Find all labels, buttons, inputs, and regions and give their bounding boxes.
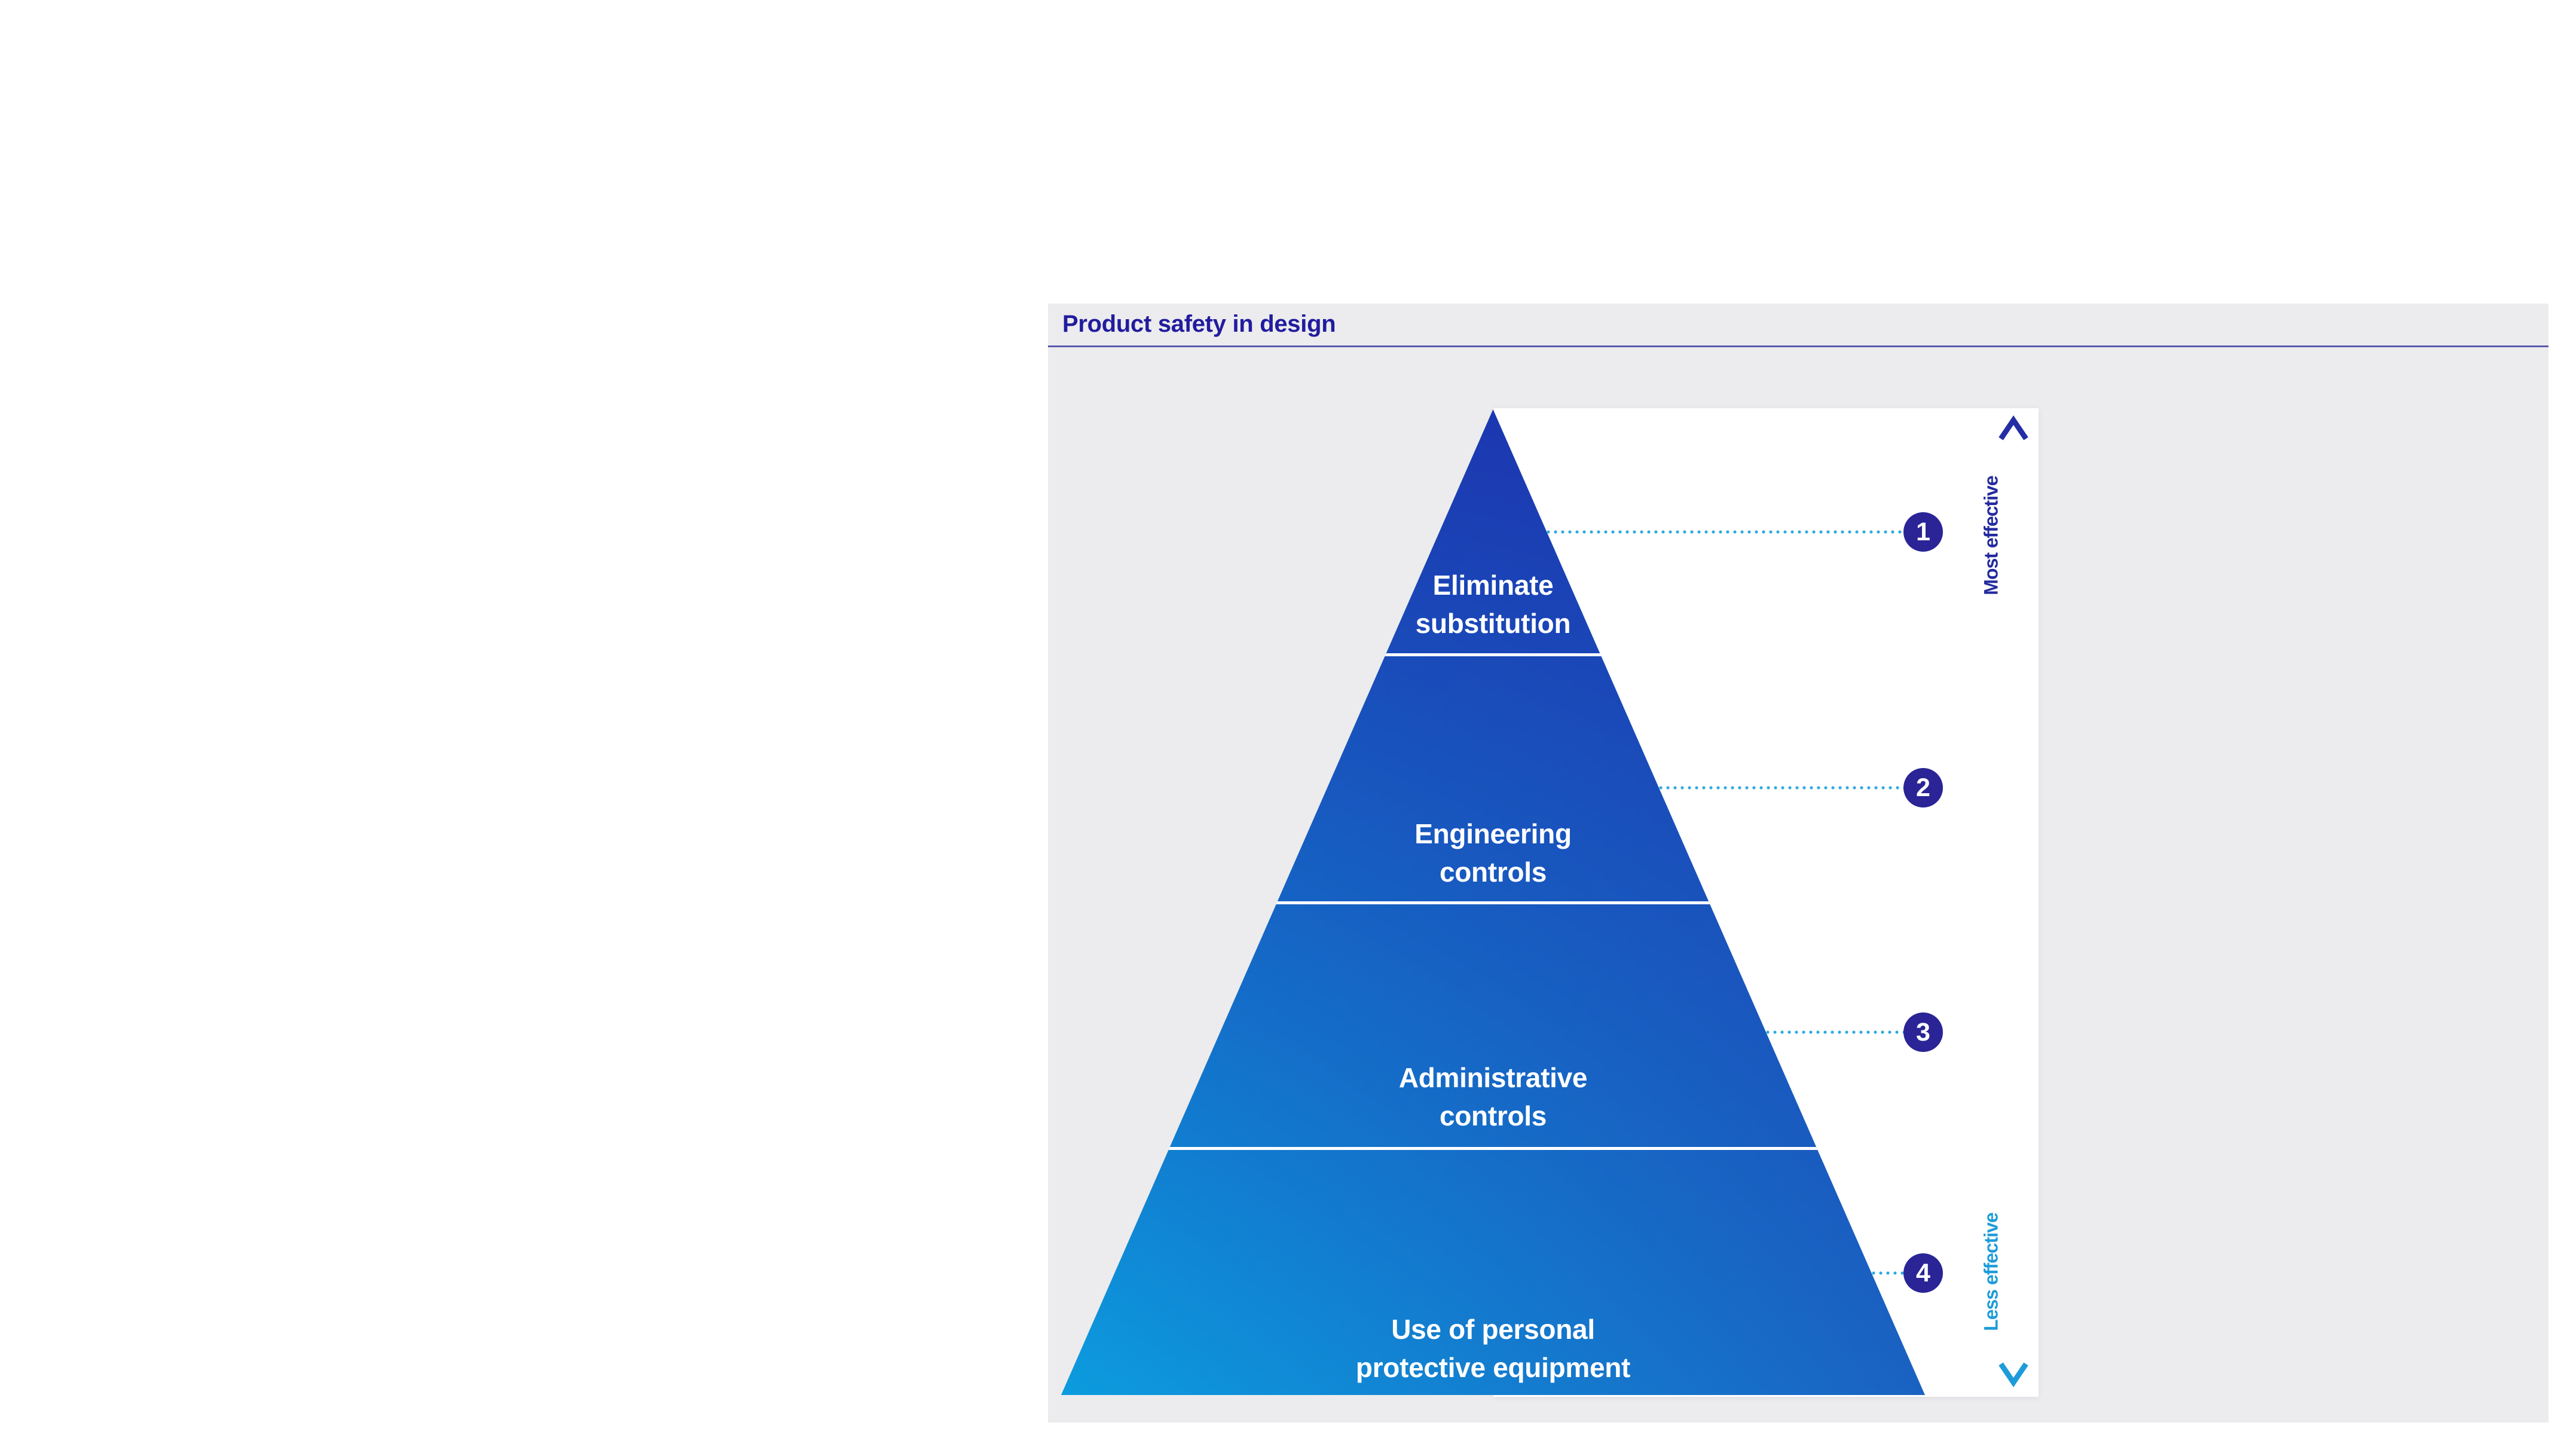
level-2-line-2: controls xyxy=(1439,856,1547,888)
level-2-line-1: Engineering xyxy=(1414,818,1572,849)
badge-3: 3 xyxy=(1903,1012,1943,1052)
arrow-head-up-icon xyxy=(1999,415,2028,440)
effectiveness-arrow xyxy=(1999,415,2028,1388)
level-4-label: Use of personal protective equipment xyxy=(1061,1310,1925,1387)
title-rule xyxy=(1048,345,2549,347)
level-divider xyxy=(1061,901,1925,904)
level-divider xyxy=(1061,1147,1925,1150)
level-divider xyxy=(1061,653,1925,656)
level-3-line-2: controls xyxy=(1439,1100,1547,1131)
level-1-line-1: Eliminate xyxy=(1432,570,1554,601)
leader-line-1 xyxy=(1547,530,1903,534)
level-4-line-2: protective equipment xyxy=(1355,1352,1631,1383)
level-4-line-1: Use of personal xyxy=(1391,1314,1595,1345)
level-1-line-2: substitution xyxy=(1415,608,1571,639)
leader-line-3 xyxy=(1766,1030,1903,1034)
level-3-label: Administrative controls xyxy=(1061,1059,1925,1135)
badge-1: 1 xyxy=(1903,512,1943,552)
leader-line-4 xyxy=(1872,1271,1903,1275)
arrow-head-down-icon xyxy=(1999,1362,2028,1388)
level-3-line-1: Administrative xyxy=(1398,1062,1588,1093)
badge-4: 4 xyxy=(1903,1253,1943,1293)
panel-title: Product safety in design xyxy=(1062,311,1336,337)
leader-line-2 xyxy=(1659,786,1903,790)
level-2-label: Engineering controls xyxy=(1061,815,1925,891)
level-1-label: Eliminate substitution xyxy=(1061,566,1925,643)
badge-2: 2 xyxy=(1903,768,1943,807)
